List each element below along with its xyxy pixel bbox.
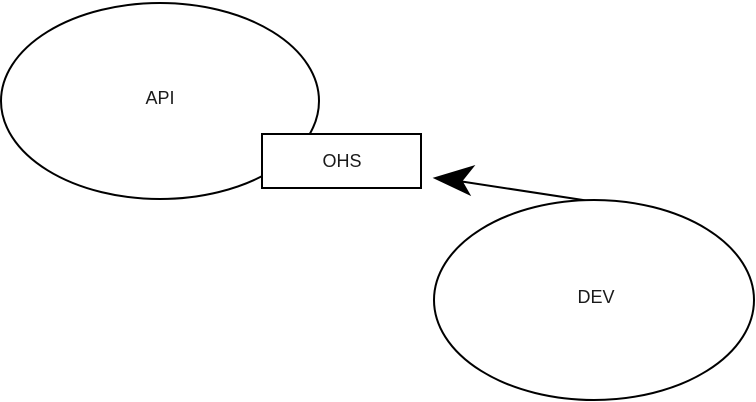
api-ellipse-shape[interactable] [0,2,320,200]
ohs-box-shape[interactable] [261,133,422,189]
edge-line-dev-ohs[interactable] [451,179,597,203]
dev-ellipse-shape[interactable] [433,199,755,401]
edge-dev-to-ohs[interactable] [432,165,597,203]
arrowhead-icon [432,165,476,197]
node-dev[interactable]: DEV [433,199,755,401]
node-ohs[interactable]: OHS [261,133,422,189]
api-node-label: API [145,88,174,108]
ohs-node-label: OHS [322,151,361,171]
dev-node-label: DEV [577,287,614,307]
node-api[interactable]: API [0,2,320,200]
